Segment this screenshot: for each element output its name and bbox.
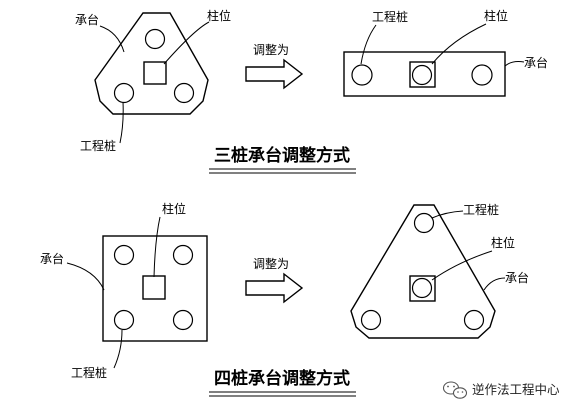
cap-label: 承台 — [75, 12, 99, 27]
cap-leader-line — [504, 61, 525, 67]
adjust-arrow-2: 调整为 — [245, 256, 304, 304]
watermark: 逆作法工程中心 — [442, 381, 560, 399]
cap-label: 承台 — [524, 55, 548, 70]
adjust-arrow-1: 调整为 — [245, 42, 304, 90]
column-square — [143, 61, 167, 85]
triangular-pile-cap — [350, 204, 496, 339]
pile-label: 工程桩 — [372, 9, 408, 24]
pile-top — [413, 212, 435, 234]
pile-bottom-left — [360, 309, 382, 331]
pile-leader-line — [113, 329, 123, 369]
right-arrow-icon — [245, 272, 304, 304]
caption-1: 三桩承台调整方式 — [209, 145, 356, 174]
three-pile-cap-before: 承台 柱位 工程桩 — [75, 8, 231, 153]
column-leader-line — [163, 21, 210, 65]
pile-top-right — [172, 244, 194, 266]
right-arrow-icon — [245, 58, 304, 90]
pile-leader-line — [119, 101, 124, 144]
caption-2: 四桩承台调整方式 — [209, 368, 356, 397]
arrow-label: 调整为 — [253, 42, 289, 57]
pile-center — [411, 277, 433, 299]
cap-leader-line — [99, 25, 125, 53]
wechat-icon — [442, 381, 468, 399]
arrow-label: 调整为 — [253, 256, 289, 271]
pile-bottom-right — [463, 309, 485, 331]
column-label: 柱位 — [484, 8, 508, 23]
pile-label: 工程桩 — [80, 138, 116, 153]
watermark-text: 逆作法工程中心 — [472, 382, 560, 397]
column-leader-line — [431, 23, 487, 65]
pile-leader-line — [431, 210, 464, 219]
pile-left — [351, 64, 373, 86]
four-pile-cap-after: 工程桩 柱位 承台 — [350, 202, 529, 339]
pile-bottom-right — [173, 82, 195, 104]
cap-label: 承台 — [40, 251, 64, 266]
column-square — [142, 275, 166, 300]
pile-top-left — [113, 244, 135, 266]
pile-label: 工程桩 — [71, 365, 107, 380]
cap-leader-line — [66, 262, 105, 291]
pile-bottom-left — [113, 82, 135, 104]
caption-text: 三桩承台调整方式 — [214, 145, 350, 166]
pile-leader-line — [360, 24, 377, 65]
pile-bottom-right — [172, 309, 194, 331]
column-label: 柱位 — [162, 201, 186, 216]
pile-top — [144, 28, 166, 50]
column-label: 柱位 — [491, 235, 515, 250]
three-pile-cap-after: 工程桩 柱位 承台 — [343, 8, 548, 97]
column-leader-line — [431, 250, 493, 281]
column-leader-line — [153, 216, 161, 278]
pile-bottom-left — [113, 309, 135, 331]
pile-right — [471, 64, 493, 86]
four-pile-cap-before: 柱位 承台 工程桩 — [40, 201, 208, 380]
column-label: 柱位 — [207, 8, 231, 23]
cap-leader-line — [483, 277, 506, 291]
pile-middle — [411, 64, 433, 86]
caption-text: 四桩承台调整方式 — [214, 368, 350, 389]
cap-label: 承台 — [505, 270, 529, 285]
pile-label: 工程桩 — [463, 202, 499, 217]
